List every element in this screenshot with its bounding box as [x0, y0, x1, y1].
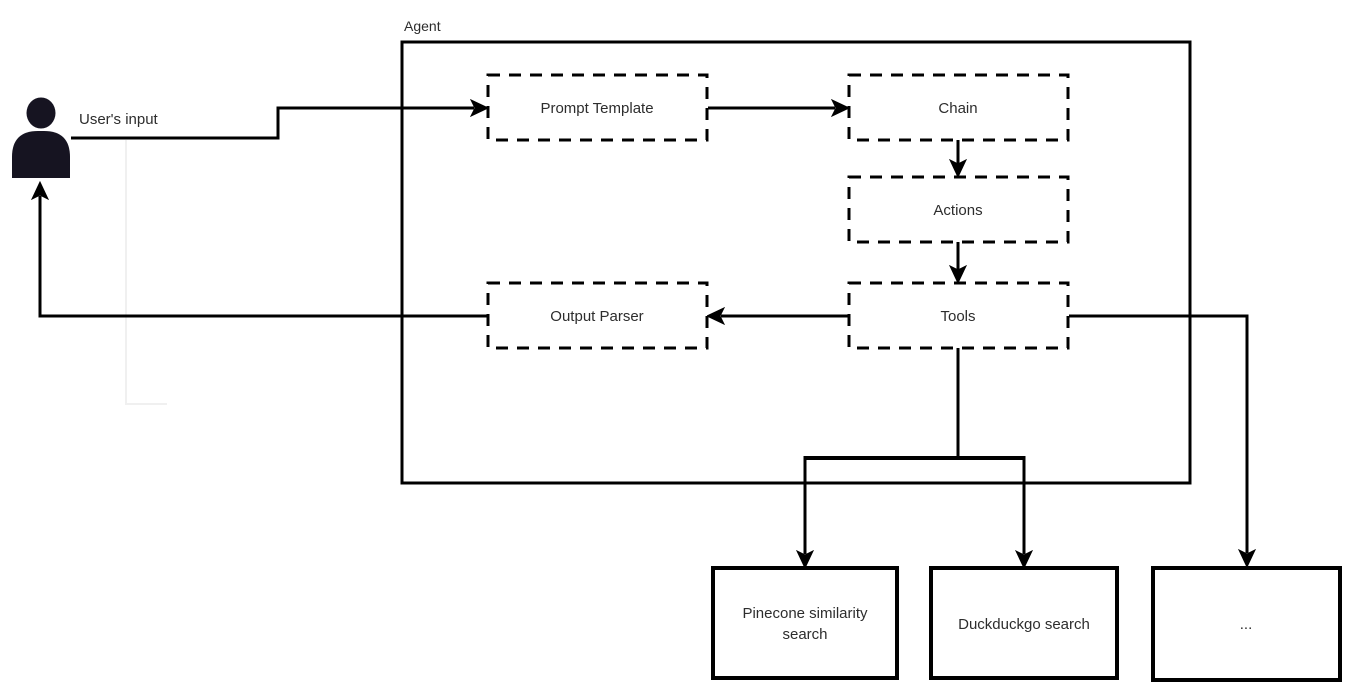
node-actions: Actions	[847, 175, 1070, 244]
arrowhead-up-icon	[30, 180, 50, 201]
duckduckgo-search-label: Duckduckgo search	[958, 616, 1090, 633]
chain-box	[847, 73, 1070, 142]
prompt-template-box	[486, 73, 709, 142]
actions-label: Actions	[933, 202, 982, 219]
arrow-user-to-prompt-template	[71, 98, 490, 140]
pinecone-search-label-line2: search	[782, 626, 827, 643]
duckduckgo-search-box	[929, 566, 1119, 680]
users-input-label: User's input	[79, 111, 159, 128]
output-parser-label: Output Parser	[550, 308, 643, 325]
node-chain: Chain	[847, 73, 1070, 142]
arrow-tools-to-ellipsis	[1069, 314, 1257, 569]
chain-label: Chain	[938, 100, 977, 117]
arrowhead-down-icon	[948, 264, 968, 285]
arrow-tools-to-ellipsis-line	[1069, 314, 1249, 553]
pinecone-search-label-line1: Pinecone similarity	[742, 605, 868, 622]
arrowhead-down-icon	[795, 549, 815, 570]
ellipsis-box	[1151, 566, 1342, 682]
ghost-connector-line	[125, 140, 167, 405]
node-pinecone-search: Pinecone similarity search	[711, 566, 899, 680]
arrow-tools-to-search-tools	[795, 348, 1034, 570]
agent-container-box	[400, 40, 1192, 485]
arrow-output-parser-to-user-line	[38, 196, 488, 318]
actions-box	[847, 175, 1070, 244]
user-icon-body	[12, 131, 70, 178]
node-ellipsis: ...	[1151, 566, 1342, 682]
node-tools: Tools	[847, 281, 1070, 350]
arrowhead-left-icon	[705, 306, 726, 326]
arrow-user-to-prompt-template-line	[71, 106, 474, 140]
arrow-prompt-template-to-chain	[708, 98, 851, 118]
tools-box	[847, 281, 1070, 350]
tools-label: Tools	[940, 308, 975, 325]
user-icon	[12, 97, 70, 178]
arrowhead-down-icon	[1014, 549, 1034, 570]
node-duckduckgo-search: Duckduckgo search	[929, 566, 1119, 680]
node-output-parser: Output Parser	[486, 281, 709, 350]
arrowhead-right-icon	[830, 98, 851, 118]
agent-label: Agent	[404, 18, 441, 34]
prompt-template-label: Prompt Template	[540, 100, 653, 117]
output-parser-box	[486, 281, 709, 350]
arrow-tools-to-output-parser	[705, 306, 848, 326]
arrow-output-parser-to-user	[30, 180, 488, 318]
arrowhead-right-icon	[469, 98, 490, 118]
ellipsis-label: ...	[1240, 616, 1253, 633]
user-icon-head	[26, 97, 56, 129]
arrow-actions-to-tools	[948, 242, 968, 285]
arrowhead-down-icon	[1237, 548, 1257, 569]
node-prompt-template: Prompt Template	[486, 73, 709, 142]
arrowhead-down-icon	[948, 158, 968, 179]
arrow-chain-to-actions	[948, 140, 968, 179]
pinecone-search-box	[711, 566, 899, 680]
